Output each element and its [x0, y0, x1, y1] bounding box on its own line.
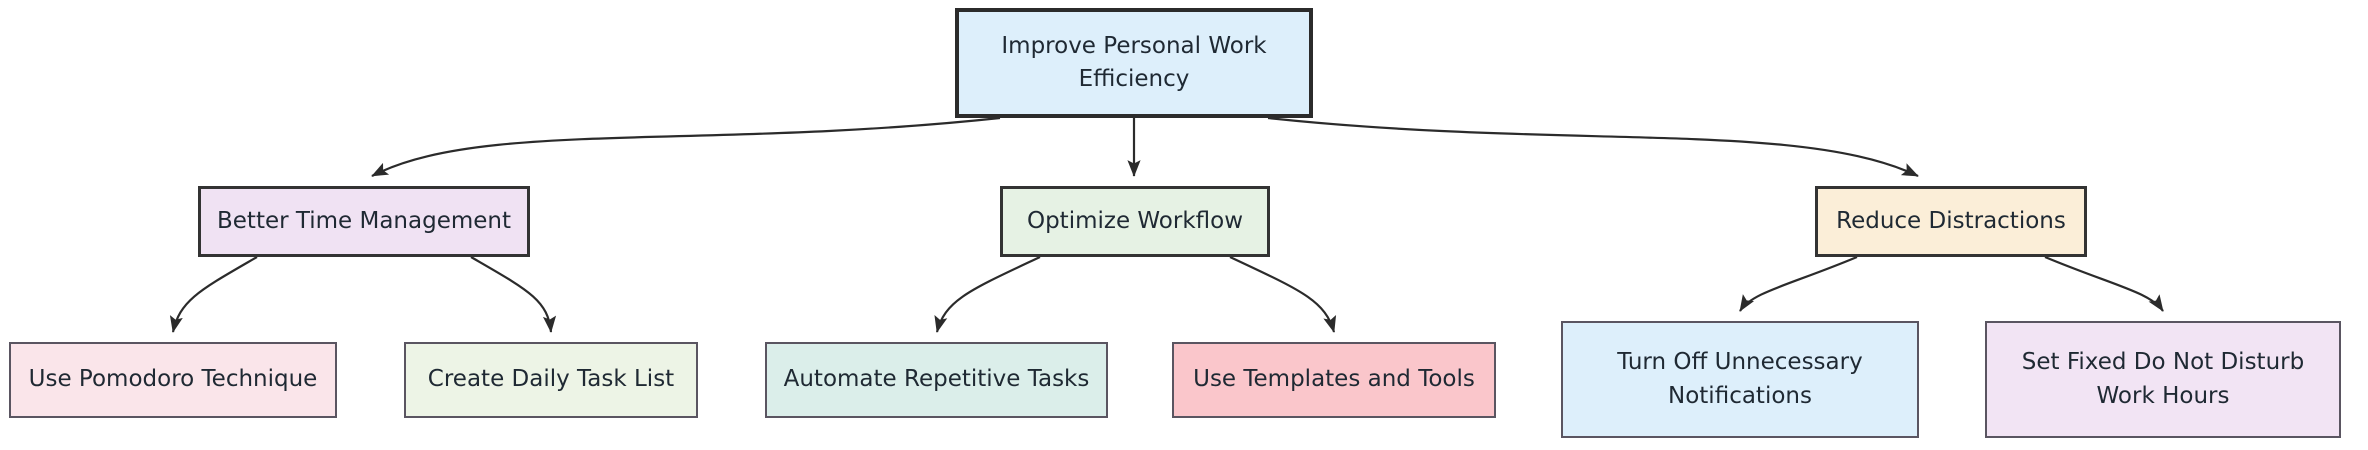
- flow-node-distractions[interactable]: Reduce Distractions: [1815, 186, 2087, 257]
- flow-node-label: Use Templates and Tools: [1193, 366, 1475, 393]
- flow-edge-workflow-automate: [934, 256, 1041, 333]
- flow-node-automate[interactable]: Automate Repetitive Tasks: [765, 342, 1108, 418]
- flow-edge-distractions-dnd: [2044, 255, 2164, 312]
- flow-edge-time-tasklist: [470, 256, 557, 333]
- flow-node-dnd[interactable]: Set Fixed Do Not Disturb Work Hours: [1985, 321, 2341, 438]
- flow-node-label: Set Fixed Do Not Disturb Work Hours: [2021, 349, 2305, 409]
- flow-edge-root-time: [371, 116, 1001, 177]
- flow-edge-time-pomodoro: [169, 256, 258, 333]
- flow-node-label: Create Daily Task List: [427, 366, 675, 393]
- flow-edge-distractions-notif: [1739, 255, 1858, 312]
- flow-node-notifications[interactable]: Turn Off Unnecessary Notifications: [1561, 321, 1919, 438]
- flow-edge-workflow-templates: [1229, 256, 1337, 333]
- flow-node-time[interactable]: Better Time Management: [198, 186, 530, 257]
- flow-edge-root-distractions: [1267, 116, 1919, 177]
- flow-node-label: Optimize Workflow: [1026, 207, 1244, 234]
- flow-node-pomodoro[interactable]: Use Pomodoro Technique: [9, 342, 337, 418]
- flow-node-label: Better Time Management: [217, 207, 511, 234]
- flow-node-root[interactable]: Improve Personal Work Efficiency: [955, 8, 1313, 118]
- flow-node-label: Automate Repetitive Tasks: [783, 366, 1090, 393]
- flow-node-label: Use Pomodoro Technique: [28, 366, 318, 393]
- flow-node-label: Reduce Distractions: [1836, 207, 2066, 234]
- flow-node-workflow[interactable]: Optimize Workflow: [1000, 186, 1270, 257]
- flow-node-templates[interactable]: Use Templates and Tools: [1172, 342, 1496, 418]
- flow-node-label: Improve Personal Work Efficiency: [1001, 32, 1267, 92]
- flow-node-label: Turn Off Unnecessary Notifications: [1617, 349, 1863, 409]
- flow-node-tasklist[interactable]: Create Daily Task List: [404, 342, 698, 418]
